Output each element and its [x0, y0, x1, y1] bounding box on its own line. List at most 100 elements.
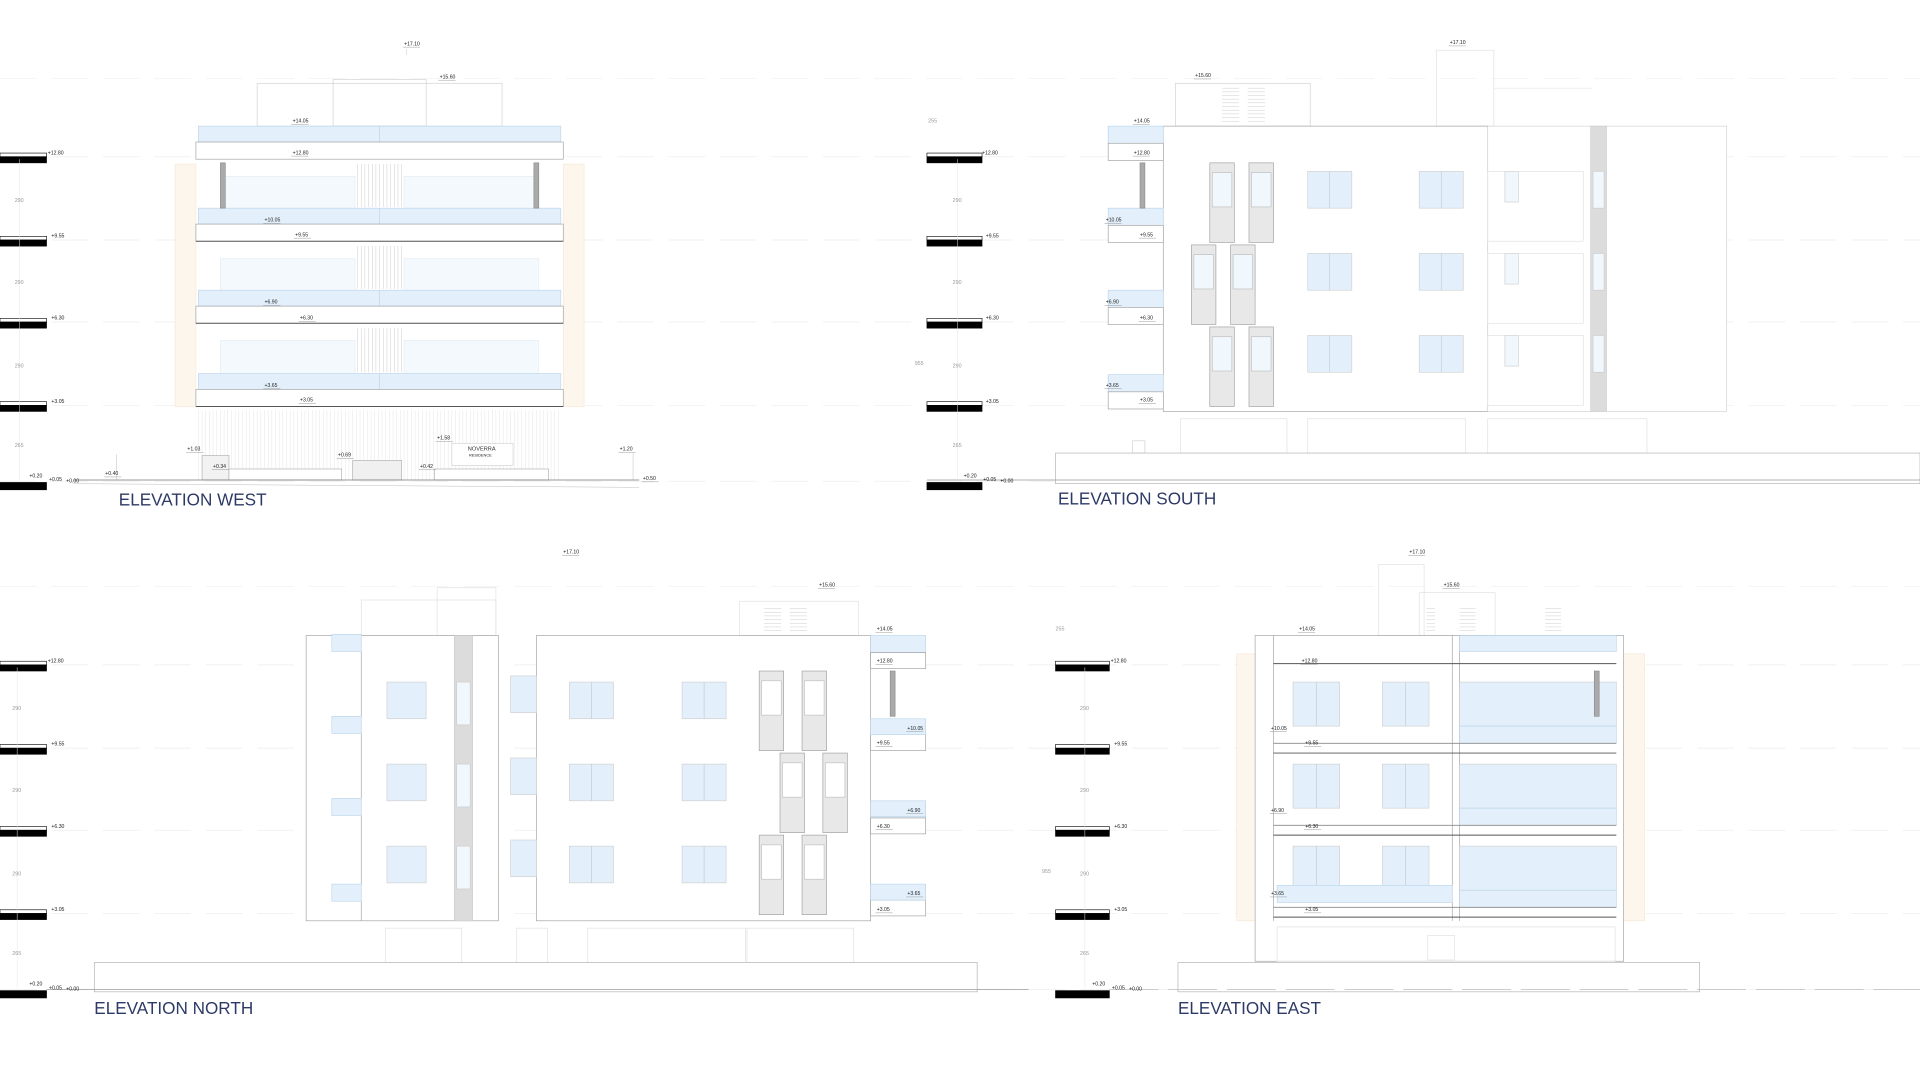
balcony-slab — [1107, 225, 1164, 243]
dimension-label: 265 — [15, 443, 24, 449]
ground-marker-black — [1055, 990, 1110, 999]
level-marker-white — [1055, 660, 1110, 666]
ground-marker-black — [0, 990, 47, 999]
level-marker-black — [1055, 747, 1110, 755]
level-marker-black — [0, 913, 47, 920]
window — [510, 839, 537, 878]
elevation-mark-label: +12.80 — [1302, 658, 1318, 664]
recess-outline — [1487, 253, 1584, 324]
glass-wall — [1459, 681, 1617, 727]
elevation-east: +17.10+15.60+14.05+12.80+10.05+9.55+6.90… — [1109, 549, 1920, 1018]
window-wall — [220, 258, 356, 295]
ground-marker-black — [926, 482, 983, 491]
strip-window — [1592, 253, 1605, 291]
elevation-mark-label: +6.90 — [264, 300, 277, 306]
ground-opening — [516, 927, 548, 963]
level-label: +0.20 — [29, 982, 42, 988]
elevation-mark-label: +10.05 — [1271, 726, 1287, 732]
balcony-glass — [870, 883, 927, 901]
rear-volume — [1487, 125, 1727, 412]
level-marker-white — [926, 152, 983, 158]
elevation-mark-label: +10.05 — [907, 726, 923, 732]
level-label: +3.05 — [986, 399, 999, 405]
roof-glass-railing — [1459, 635, 1617, 652]
level-marker-black — [0, 239, 47, 247]
strip-window — [1592, 171, 1605, 209]
level-label: +0.05 — [1112, 985, 1125, 991]
level-label: +6.30 — [1114, 824, 1127, 830]
meter-box — [1132, 440, 1146, 454]
side-fin — [1623, 653, 1645, 922]
elevation-mark-label: +12.80 — [1134, 150, 1150, 156]
vertical-slats — [357, 328, 402, 373]
level-label: +9.55 — [986, 234, 999, 240]
elevation-mark-label: +6.30 — [300, 316, 313, 322]
dimension-label: 255 — [928, 118, 937, 124]
window-wall — [403, 176, 540, 213]
level-marker-black — [926, 405, 983, 412]
balcony-slab — [870, 652, 927, 669]
louver-vent — [1222, 87, 1265, 122]
balcony-glass — [331, 798, 362, 816]
window-wall — [403, 340, 540, 378]
tall-window-glass — [1193, 254, 1214, 290]
elevation-mark-label: +0.42 — [420, 464, 433, 470]
level-marker-white — [0, 744, 47, 749]
glass-wall — [1459, 763, 1617, 809]
dimension-label: 290 — [12, 706, 21, 712]
strip-window — [456, 681, 471, 726]
level-label: +6.30 — [51, 316, 64, 322]
boundary-wall — [1177, 962, 1700, 993]
level-scale: +12.80+9.55+6.30+3.05+0.20+0.05+0.002902… — [1042, 627, 1142, 999]
dimension-label: 290 — [12, 872, 21, 878]
tall-window-glass — [761, 844, 782, 880]
elevation-mark-label: +1.58 — [437, 436, 450, 442]
penthouse-outline — [1175, 82, 1311, 127]
elevation-mark-label: +17.10 — [563, 549, 579, 555]
dimension-label: 265 — [12, 951, 21, 957]
level-scale: +12.80+9.55+6.30+3.05+0.20+0.05+0.002902… — [0, 150, 79, 491]
window-wall — [220, 340, 356, 378]
elevation-mark-label: +6.90 — [907, 808, 920, 814]
floor-slab — [195, 389, 564, 407]
level-label: +0.20 — [29, 474, 42, 480]
level-label: +12.80 — [48, 658, 64, 664]
elevation-mark-label: +3.65 — [264, 383, 277, 389]
balcony-glass — [870, 800, 927, 818]
elevation-mark-label: +0.69 — [338, 453, 351, 459]
tall-window-glass — [804, 844, 825, 880]
level-label: +0.00 — [1129, 987, 1142, 993]
level-label: +0.05 — [49, 985, 62, 991]
elevation-mark-label: +6.90 — [1271, 808, 1284, 814]
level-marker-black — [0, 747, 47, 755]
dimension-label: 265 — [1080, 951, 1089, 957]
elevation-title: ELEVATION SOUTH — [1058, 488, 1216, 508]
level-marker-white — [926, 318, 983, 323]
elevation-mark-label: +14.05 — [1134, 118, 1150, 124]
elevation-mark-label: +12.80 — [877, 658, 893, 664]
elevation-mark-label: +9.55 — [1305, 740, 1318, 746]
level-marker-white — [1055, 744, 1110, 749]
dimension-label: 955 — [915, 361, 924, 367]
building-sign — [451, 442, 514, 466]
balcony-slab — [1107, 307, 1164, 325]
window — [386, 845, 427, 884]
elevation-mark-label: +14.05 — [1299, 627, 1315, 633]
level-label: +6.30 — [986, 316, 999, 322]
elevation-mark-label: +9.55 — [295, 232, 308, 238]
entrance-block — [352, 460, 402, 481]
small-window — [1504, 253, 1519, 285]
elevation-mark-label: +0.40 — [105, 471, 118, 477]
boundary-wall — [1055, 452, 1920, 484]
balcony-glass — [870, 635, 927, 653]
level-label: +0.20 — [1092, 982, 1105, 988]
level-label: +12.80 — [982, 150, 998, 156]
elevation-mark-label: +9.55 — [877, 740, 890, 746]
ground-line — [73, 483, 640, 488]
tall-window-glass — [1211, 172, 1233, 208]
elevation-mark-label: +0.34 — [213, 464, 226, 470]
level-marker-white — [0, 826, 47, 831]
ground-opening — [385, 927, 462, 963]
elevation-mark-label: +3.05 — [1305, 907, 1318, 913]
